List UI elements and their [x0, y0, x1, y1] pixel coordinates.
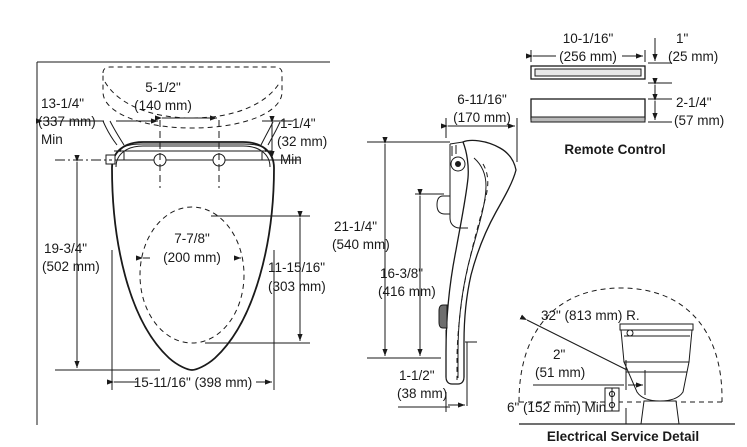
dim-opening-length: [205, 211, 310, 344]
label-337mm: (337 mm): [38, 114, 96, 129]
electrical-outlet-box: [604, 387, 620, 412]
label-1-1-2: 1-1/2": [399, 368, 435, 383]
label-6-11-16: 6-11/16": [457, 92, 507, 107]
remote-elevation-bar: [530, 98, 646, 123]
dim-seat-width: [107, 250, 275, 390]
dim-outlet-offset: [533, 360, 646, 395]
remote-control-group: 10-1/16" (256 mm) 1" (25 mm) 2-1/4" (57 …: [526, 31, 724, 157]
dim-bolt-spacing: [155, 115, 220, 188]
dim-body-length: [415, 189, 444, 359]
label-21-1-4: 21-1/4": [334, 219, 377, 234]
label-1-1-4: 1-1/4": [280, 116, 316, 131]
electrical-service-title: Electrical Service Detail: [547, 429, 699, 444]
side-pivot-dot: [455, 161, 461, 167]
label-2in: 2": [553, 347, 566, 362]
label-200mm: (200 mm): [163, 250, 221, 265]
remote-plan-bar: [530, 65, 646, 80]
bowl-opening-dashed: [139, 206, 245, 344]
label-13-1-4: 13-1/4": [41, 96, 84, 111]
label-25mm: (25 mm): [668, 49, 718, 64]
toilet-elevation: [619, 323, 694, 425]
label-57mm: (57 mm): [674, 113, 724, 128]
electrical-service-group: 32" (813 mm) R. 2" (51 mm) 6" (152 mm) M…: [507, 287, 735, 444]
label-6in-min: 6" (152 mm) Min: [507, 400, 606, 415]
label-140mm: (140 mm): [134, 98, 192, 113]
bidet-side-profile: [436, 139, 517, 385]
label-min-2: Min: [280, 152, 302, 167]
label-32mm: (32 mm): [277, 134, 327, 149]
remote-control-title: Remote Control: [564, 142, 665, 157]
label-38mm: (38 mm): [397, 386, 447, 401]
dim-seat-length: [55, 155, 160, 371]
label-min-1: Min: [41, 132, 63, 147]
label-5-1-2: 5-1/2": [145, 80, 181, 95]
top-view-group: 13-1/4" (337 mm) Min 5-1/2" (140 mm) 1-1…: [36, 61, 330, 425]
side-control-knob: [438, 304, 448, 329]
label-540mm: (540 mm): [332, 237, 390, 252]
label-502mm: (502 mm): [42, 259, 100, 274]
side-view-group: 6-11/16" (170 mm) 21-1/4" (540 mm) 16-3/…: [332, 92, 518, 412]
label-1in: 1": [676, 31, 689, 46]
label-170mm: (170 mm): [453, 110, 511, 125]
label-2-1-4: 2-1/4": [676, 95, 712, 110]
label-416mm: (416 mm): [378, 284, 436, 299]
label-303mm: (303 mm): [268, 279, 326, 294]
label-32in-radius: 32" (813 mm) R.: [541, 308, 640, 323]
dim-remote-height: [648, 94, 672, 123]
label-10-1-16: 10-1/16": [563, 31, 614, 46]
dim-front-height: [398, 341, 477, 412]
label-15-11-16: 15-11/16" (398 mm): [134, 375, 253, 390]
seat-lid-outline: [111, 141, 275, 371]
label-51mm: (51 mm): [535, 365, 585, 380]
dim-side-depth: [441, 118, 518, 162]
dim-service-radius: [519, 314, 628, 371]
service-radius-arc: [518, 287, 723, 403]
label-19-3-4: 19-3/4": [44, 241, 87, 256]
label-256mm: (256 mm): [559, 49, 617, 64]
flush-handle: [626, 329, 634, 337]
label-7-7-8: 7-7/8": [174, 231, 210, 246]
label-11-15-16: 11-15/16": [268, 260, 325, 275]
dim-rear-clearance: [262, 116, 300, 161]
label-16-3-8: 16-3/8": [380, 266, 423, 281]
dim-remote-width: [526, 50, 646, 62]
dim-remote-thickness: [648, 38, 672, 96]
tank-outline-dashed: [102, 66, 283, 129]
